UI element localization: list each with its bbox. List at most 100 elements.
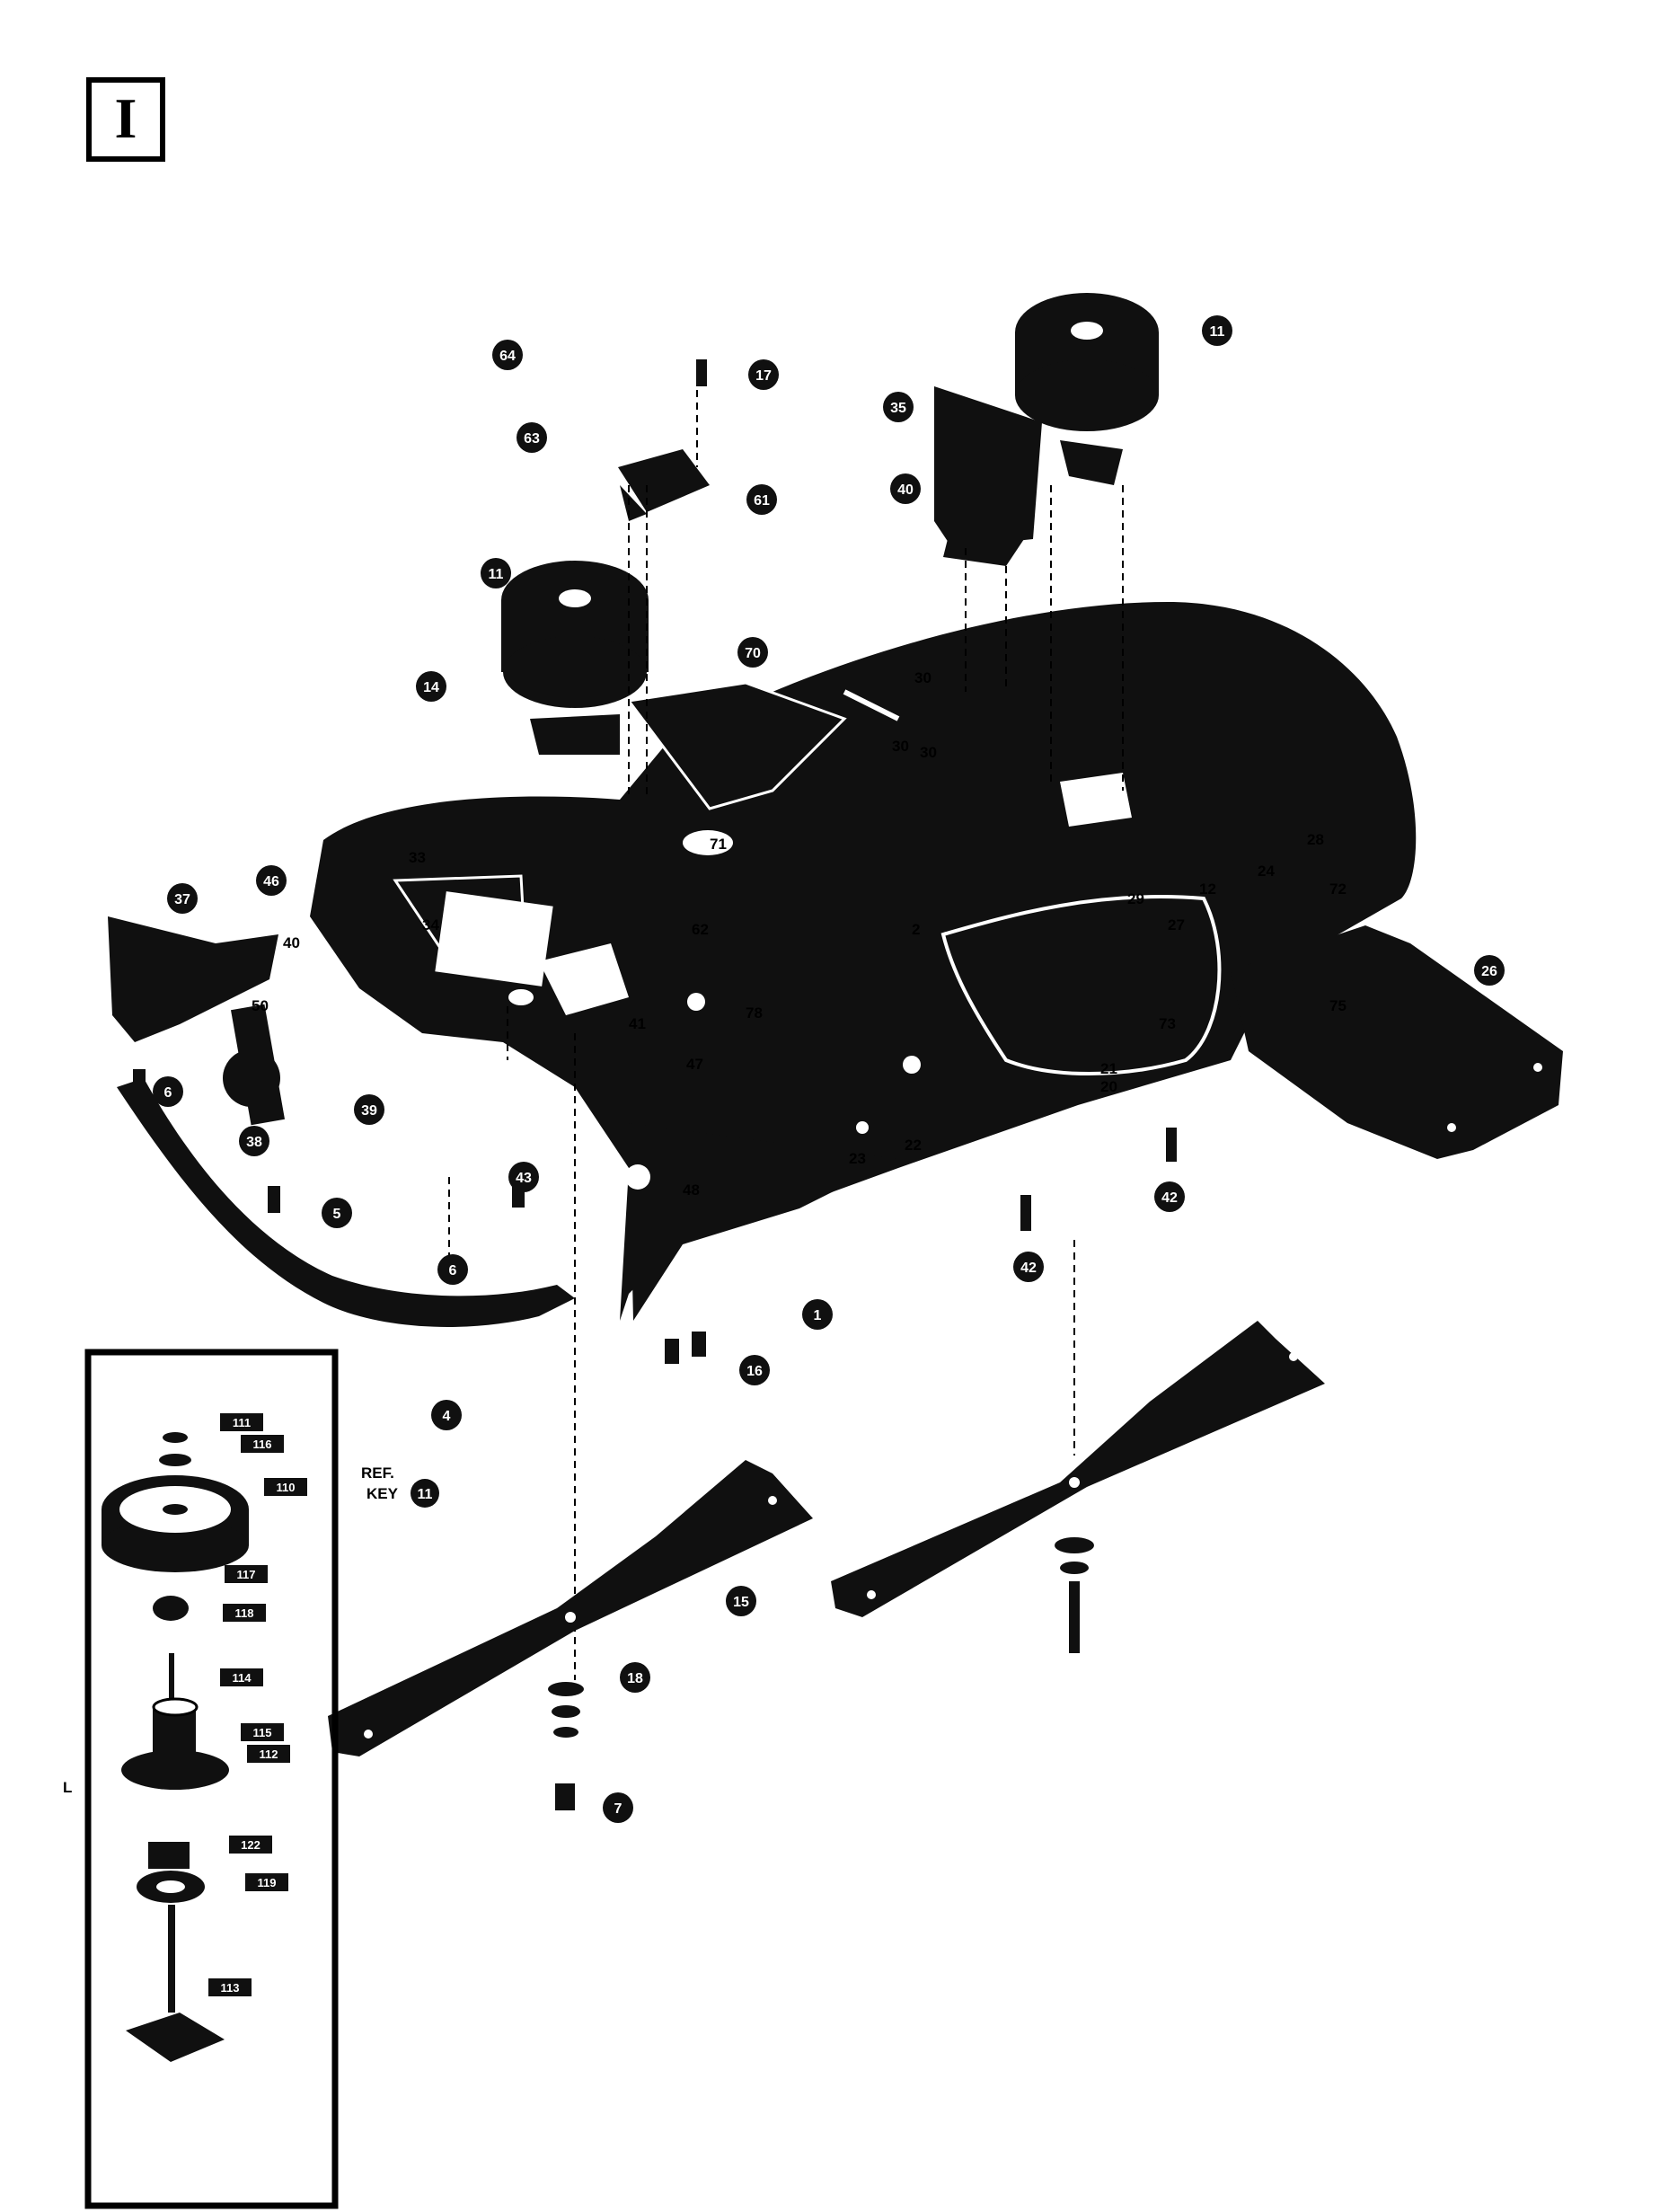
inset-callout-number: 119 bbox=[258, 1876, 277, 1889]
part-label-l73: 73 bbox=[1159, 1015, 1176, 1032]
callout-number: 46 bbox=[263, 874, 279, 889]
inset-callout-s7: 115 bbox=[241, 1723, 284, 1741]
part-label-l78: 78 bbox=[746, 1004, 763, 1022]
callout-c43: 43 bbox=[508, 1162, 539, 1192]
callout-c18: 18 bbox=[620, 1662, 650, 1693]
callout-number: 64 bbox=[499, 349, 516, 364]
part-label-l30a: 30 bbox=[914, 669, 932, 686]
pulley-idler-mid bbox=[501, 561, 649, 708]
callout-number: 63 bbox=[524, 431, 540, 447]
inset-callout-s6: 114 bbox=[220, 1668, 263, 1686]
bracket-right bbox=[934, 386, 1123, 566]
part-label-l2: 2 bbox=[912, 921, 920, 938]
blade-left bbox=[328, 1460, 813, 1756]
callout-c26: 26 bbox=[1474, 955, 1505, 986]
callout-c11: 11 bbox=[1202, 315, 1232, 346]
inset-callout-s9: 122 bbox=[229, 1836, 272, 1854]
part-label-l33: 33 bbox=[409, 849, 426, 866]
part-label-l21: 21 bbox=[1100, 1060, 1117, 1077]
part-label-l71: 71 bbox=[710, 836, 727, 853]
callout-c42b: 42 bbox=[1013, 1252, 1044, 1282]
callout-number: 6 bbox=[164, 1085, 172, 1101]
part-label-l27: 27 bbox=[1168, 916, 1185, 933]
blade-right bbox=[831, 1321, 1325, 1617]
callout-c15: 15 bbox=[726, 1586, 756, 1616]
part-label-l48: 48 bbox=[683, 1181, 700, 1199]
callout-number: 7 bbox=[614, 1801, 622, 1817]
callout-c63: 63 bbox=[517, 422, 547, 453]
part-label-l22: 22 bbox=[905, 1137, 922, 1154]
part-label-l20: 20 bbox=[1100, 1078, 1117, 1095]
bracket-left bbox=[618, 449, 710, 521]
callout-number: 11 bbox=[489, 567, 504, 582]
section-letter: I bbox=[114, 86, 137, 150]
callout-number: 14 bbox=[423, 680, 439, 695]
part-label-l30c: 30 bbox=[920, 744, 937, 761]
callout-number: 61 bbox=[754, 493, 770, 509]
mower-deck bbox=[310, 602, 1417, 1321]
part-label-l23: 23 bbox=[849, 1150, 866, 1167]
inset-callout-s11: 113 bbox=[208, 1978, 252, 1996]
callout-c7: 7 bbox=[603, 1792, 633, 1823]
callout-number: 11 bbox=[1210, 324, 1225, 340]
callout-number: 42 bbox=[1020, 1261, 1037, 1276]
callout-c14: 14 bbox=[416, 671, 446, 702]
part-label-l72: 72 bbox=[1329, 880, 1347, 898]
inset-housing bbox=[121, 1697, 229, 1790]
part-label-l75: 75 bbox=[1329, 997, 1347, 1014]
callout-number: 1 bbox=[814, 1308, 822, 1323]
callout-c6b: 6 bbox=[437, 1254, 468, 1285]
callout-c1: 1 bbox=[802, 1299, 833, 1330]
inset-callout-number: 115 bbox=[253, 1726, 272, 1739]
inset-callout-number: 118 bbox=[235, 1606, 254, 1620]
inset-callout-number: 122 bbox=[241, 1838, 260, 1852]
part-label-l62: 62 bbox=[692, 921, 709, 938]
callout-c39: 39 bbox=[354, 1094, 384, 1125]
callout-number: 37 bbox=[174, 892, 190, 907]
part-label-l12: 12 bbox=[1199, 880, 1216, 898]
inset-callout-s3: 110 bbox=[264, 1478, 307, 1496]
bracket-under-pulley bbox=[530, 714, 620, 755]
part-label-l24: 24 bbox=[1258, 863, 1275, 880]
inset-callout-number: 113 bbox=[221, 1981, 240, 1995]
discharge-chute bbox=[1231, 925, 1563, 1159]
callout-number: 17 bbox=[755, 368, 772, 384]
callout-c61: 61 bbox=[746, 484, 777, 515]
blade-bolt-stack-left bbox=[548, 1682, 584, 1810]
ref-line1: REF. bbox=[361, 1464, 394, 1482]
section-frame: I bbox=[86, 77, 165, 162]
callout-number: 35 bbox=[890, 401, 906, 416]
inset-callout-s2: 116 bbox=[241, 1435, 284, 1453]
callout-c38: 38 bbox=[239, 1126, 269, 1156]
callout-c5: 5 bbox=[322, 1198, 352, 1228]
part-label-l41: 41 bbox=[629, 1015, 646, 1032]
callout-c4: 4 bbox=[431, 1400, 462, 1430]
ref-line2: KEY bbox=[366, 1485, 399, 1502]
callout-number: 70 bbox=[745, 646, 761, 661]
part-label-l50: 50 bbox=[252, 997, 269, 1014]
small-hardware bbox=[133, 359, 1177, 1364]
callout-c35: 35 bbox=[883, 392, 914, 422]
callout-number: 38 bbox=[246, 1135, 262, 1150]
inset-pulley bbox=[102, 1475, 249, 1572]
callout-number: 39 bbox=[361, 1103, 377, 1119]
inset-callout-number: 112 bbox=[260, 1747, 278, 1761]
part-label-l34: 34 bbox=[422, 916, 439, 933]
callout-number: 15 bbox=[733, 1595, 749, 1610]
callout-c40: 40 bbox=[890, 473, 921, 504]
inset-callout-number: 110 bbox=[277, 1481, 296, 1494]
callout-number: 18 bbox=[627, 1671, 643, 1686]
callout-number: 4 bbox=[443, 1409, 451, 1424]
callout-number: 42 bbox=[1161, 1190, 1178, 1206]
callout-c17: 17 bbox=[748, 359, 779, 390]
callout-c11b: 11 bbox=[481, 558, 511, 588]
inset-callout-s10: 119 bbox=[245, 1873, 288, 1891]
callout-number: 6 bbox=[449, 1263, 457, 1279]
callout-c46: 46 bbox=[256, 865, 287, 896]
front-baffle bbox=[108, 916, 575, 1327]
callout-c37: 37 bbox=[167, 883, 198, 914]
callout-c6: 6 bbox=[153, 1076, 183, 1107]
inset-callout-number: 114 bbox=[233, 1671, 252, 1685]
callout-number: 5 bbox=[333, 1207, 341, 1222]
